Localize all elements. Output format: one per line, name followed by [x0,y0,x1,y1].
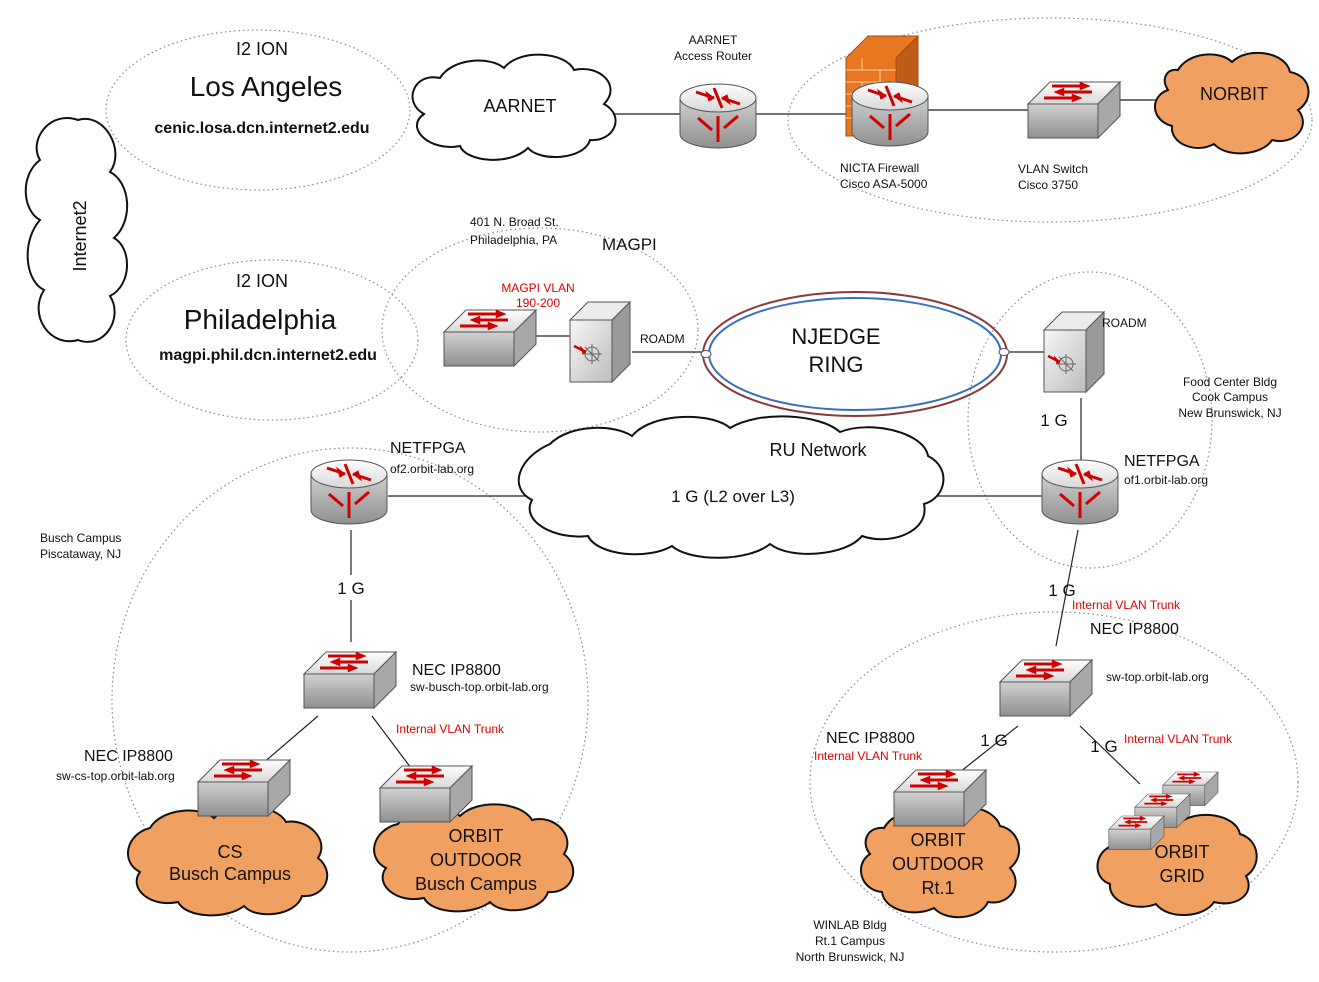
nec-cs-switch [196,758,292,818]
netfpga-right-host: of1.orbit-lab.org [1124,473,1208,487]
aarnet-access-router [678,82,758,150]
ring-1g-label: 1 G [1040,411,1067,430]
norbit-label: NORBIT [1200,84,1268,104]
aarnet-label: AARNET [483,96,556,116]
australia-region [787,17,1313,223]
orbit-outdoor-rt1-label-1: ORBIT [910,830,965,850]
trunk-rt1-label: Internal VLAN Trunk [814,749,923,763]
roadm-right-label: ROADM [1102,316,1147,330]
cs-label-2: Busch Campus [169,864,291,884]
cs-busch-cloud: CS Busch Campus [127,805,329,917]
nec-outdoor-busch-switch [378,764,474,824]
orbit-outdoor-rt1-label-2: OUTDOOR [892,854,984,874]
roadm-left-label: ROADM [640,332,685,346]
netfpga-right-label: NETFPGA [1124,453,1200,470]
magpi-region [381,227,699,433]
magpi-switch-icon [442,308,538,368]
orbit-outdoor-busch-label-3: Busch Campus [415,874,537,894]
orbit-outdoor-busch-label-2: OUTDOOR [430,850,522,870]
ru-link-label-bg [655,484,811,506]
nec-busch-top-host: sw-busch-top.orbit-lab.org [410,680,549,694]
nicta-label-2: Cisco ASA-5000 [840,177,928,191]
nec-rt1-switch [892,768,988,828]
food-center-2: Cook Campus [1192,390,1268,404]
phl-domain: magpi.phil.dcn.internet2.edu [159,347,377,364]
nicta-router [850,80,930,148]
ring-label-1: NJEDGE [791,324,880,349]
vlan-switch-label-1: VLAN Switch [1018,162,1088,176]
cook-campus-region [967,271,1213,569]
vlan-switch-icon [1026,80,1122,140]
nec-busch-top-label: NEC IP8800 [412,662,501,679]
magpi-address-1: 401 N. Broad St. [470,215,559,229]
busch-1g-label: 1 G [337,579,364,598]
winlab-location-3: North Brunswick, NJ [796,950,905,964]
orbit-outdoor-rt1-label-3: Rt.1 [921,878,954,898]
magpi-vlan-1: MAGPI VLAN [501,281,574,295]
busch-region [111,447,589,953]
njedge-ring: NJEDGE RING [700,291,1010,417]
ru-link-label: 1 G (L2 over L3) [671,487,795,506]
aarnet-router-label-1: AARNET [689,33,738,47]
netfpga-right-router [1040,458,1120,526]
phl-city: Philadelphia [184,304,337,335]
winlab-region [809,611,1299,953]
cs-label-1: CS [217,842,242,862]
norbit-cloud: NORBIT [1154,51,1310,155]
phl-header: I2 ION [236,271,288,291]
nec-cs-label: NEC IP8800 [84,748,173,765]
roadm-right-icon [1042,310,1106,394]
internet2-label: Internet2 [70,200,90,271]
nec-rt1-label: NEC IP8800 [826,730,915,747]
orbit-outdoor-busch-cloud: ORBIT OUTDOOR Busch Campus [373,803,575,913]
winlab-location-2: Rt.1 Campus [815,934,885,948]
nicta-label-1: NICTA Firewall [840,161,919,175]
roadm-left-icon [568,300,632,384]
netfpga-left-host: of2.orbit-lab.org [390,462,474,476]
orbit-grid-label-1: ORBIT [1154,842,1209,862]
ru-network-label: RU Network [769,440,867,460]
nec-top-switch [998,658,1094,718]
trunk-grid-label: Internal VLAN Trunk [1124,732,1233,746]
la-header: I2 ION [236,39,288,59]
la-domain: cenic.losa.dcn.internet2.edu [154,120,369,137]
nec-busch-top-switch [302,650,398,710]
magpi-address-2: Philadelphia, PA [470,233,557,247]
trunk-right-label: Internal VLAN Trunk [1072,598,1181,612]
winlab-location-1: WINLAB Bldg [813,918,886,932]
right-1g-label: 1 G [1048,581,1075,600]
la-city: Los Angeles [190,71,343,102]
nec-cs-host: sw-cs-top.orbit-lab.org [56,769,175,783]
nec-top-host: sw-top.orbit-lab.org [1106,670,1209,684]
busch-location-1: Busch Campus [40,531,121,545]
vlan-switch-label-2: Cisco 3750 [1018,178,1078,192]
netfpga-left-router [309,458,389,526]
trunk-busch-label: Internal VLAN Trunk [396,722,505,736]
magpi-title: MAGPI [602,235,657,254]
orbit-grid-label-2: GRID [1160,866,1205,886]
internet2-cloud: Internet2 [24,117,128,343]
nec-top-label: NEC IP8800 [1090,621,1179,638]
grid-1g-label: 1 G [1090,737,1117,756]
la-region [105,29,411,191]
aarnet-router-label-2: Access Router [674,49,752,63]
busch-location-2: Piscataway, NJ [40,547,121,561]
food-center-1: Food Center Bldg [1183,375,1277,389]
magpi-vlan-2: 190-200 [516,296,560,310]
rt1-1g-label: 1 G [980,731,1007,750]
food-center-3: New Brunswick, NJ [1178,406,1281,420]
ring-label-2: RING [809,352,864,377]
aarnet-cloud: AARNET [411,53,617,161]
netfpga-left-label: NETFPGA [390,440,466,457]
orbit-outdoor-busch-label-1: ORBIT [448,826,503,846]
orbit-outdoor-rt1-cloud: ORBIT OUTDOOR Rt.1 [860,806,1020,919]
phl-region [125,259,419,421]
